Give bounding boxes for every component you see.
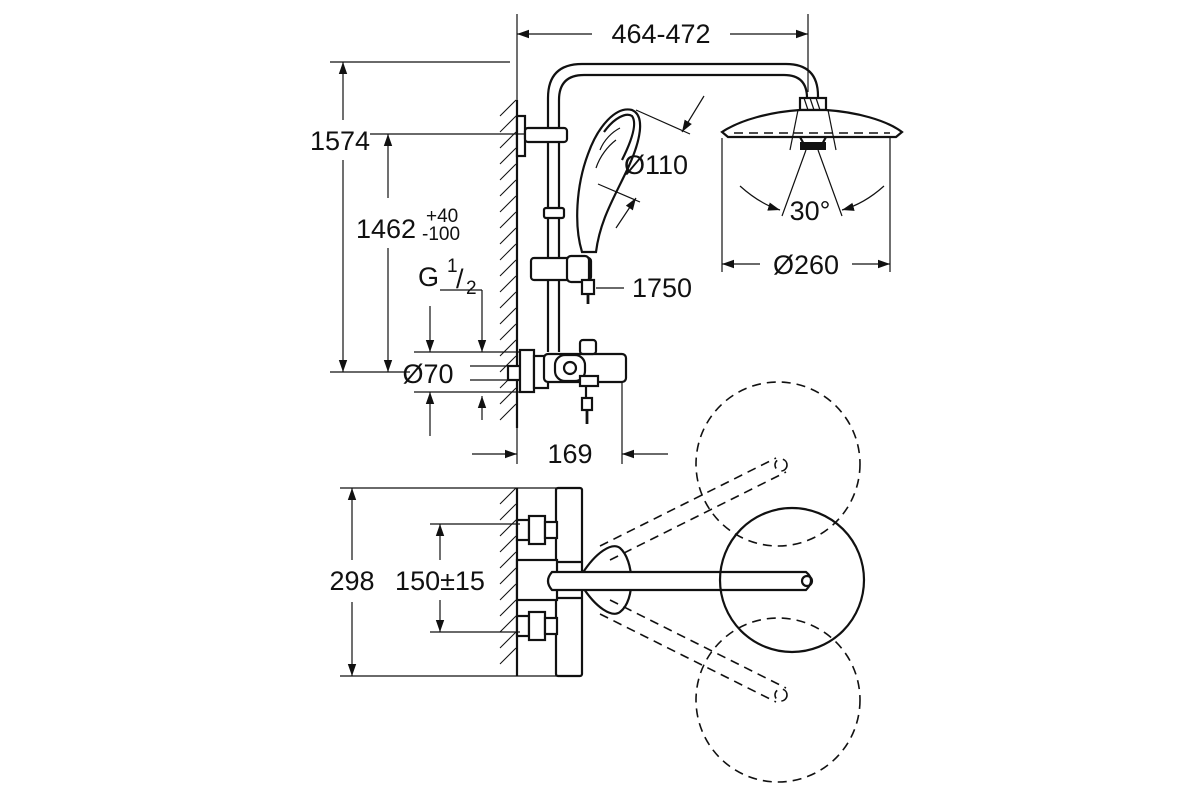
shower-head (720, 96, 904, 151)
label-mixer-tol-minus: -100 (422, 224, 460, 245)
dimension-total-height (330, 61, 510, 373)
dimension-body-depth (340, 487, 580, 677)
label-mixer-diameter: Ø70 (402, 359, 453, 389)
dimension-head-diameter (721, 138, 891, 272)
dimension-wall-projection (472, 382, 668, 464)
label-inlet-spacing: 150±15 (395, 566, 485, 596)
plan-arm (546, 570, 814, 592)
label-wall-projection: 169 (547, 439, 592, 469)
shower-riser (546, 62, 820, 352)
dimension-span-width (516, 14, 809, 100)
label-hose-length: 1750 (632, 273, 692, 303)
dimension-inlet (414, 289, 520, 436)
label-hand-shower-diameter: Ø110 (624, 150, 688, 180)
elevation-view (330, 14, 904, 464)
label-span-width: 464-472 (611, 19, 710, 49)
tilt-angle-indicator (739, 149, 885, 217)
dimension-mixer-height (370, 133, 524, 372)
plan-head-circle (718, 506, 866, 654)
thermostat-mixer (506, 338, 628, 424)
label-mixer-tol-plus: +40 (426, 206, 458, 227)
dimension-hand-shower (597, 95, 705, 229)
label-total-height: 1574 (310, 126, 370, 156)
label-mixer-height: 1462 (356, 214, 416, 244)
label-thread-den: 2 (466, 278, 477, 299)
swivel-positions (599, 381, 861, 783)
label-body-depth: 298 (329, 566, 374, 596)
hand-shower-holder (529, 206, 596, 304)
label-thread-num: 1 (447, 256, 458, 277)
label-thread-prefix: G (418, 262, 439, 292)
label-head-diameter: Ø260 (773, 250, 839, 280)
label-thread-slash: / (456, 264, 464, 294)
dimension-inlet-spacing (430, 523, 520, 633)
plan-wall (499, 487, 519, 676)
wall-bracket-top (515, 114, 569, 158)
hand-shower (576, 108, 642, 254)
plan-view (340, 381, 866, 783)
label-tilt-angle: 30° (790, 196, 831, 226)
